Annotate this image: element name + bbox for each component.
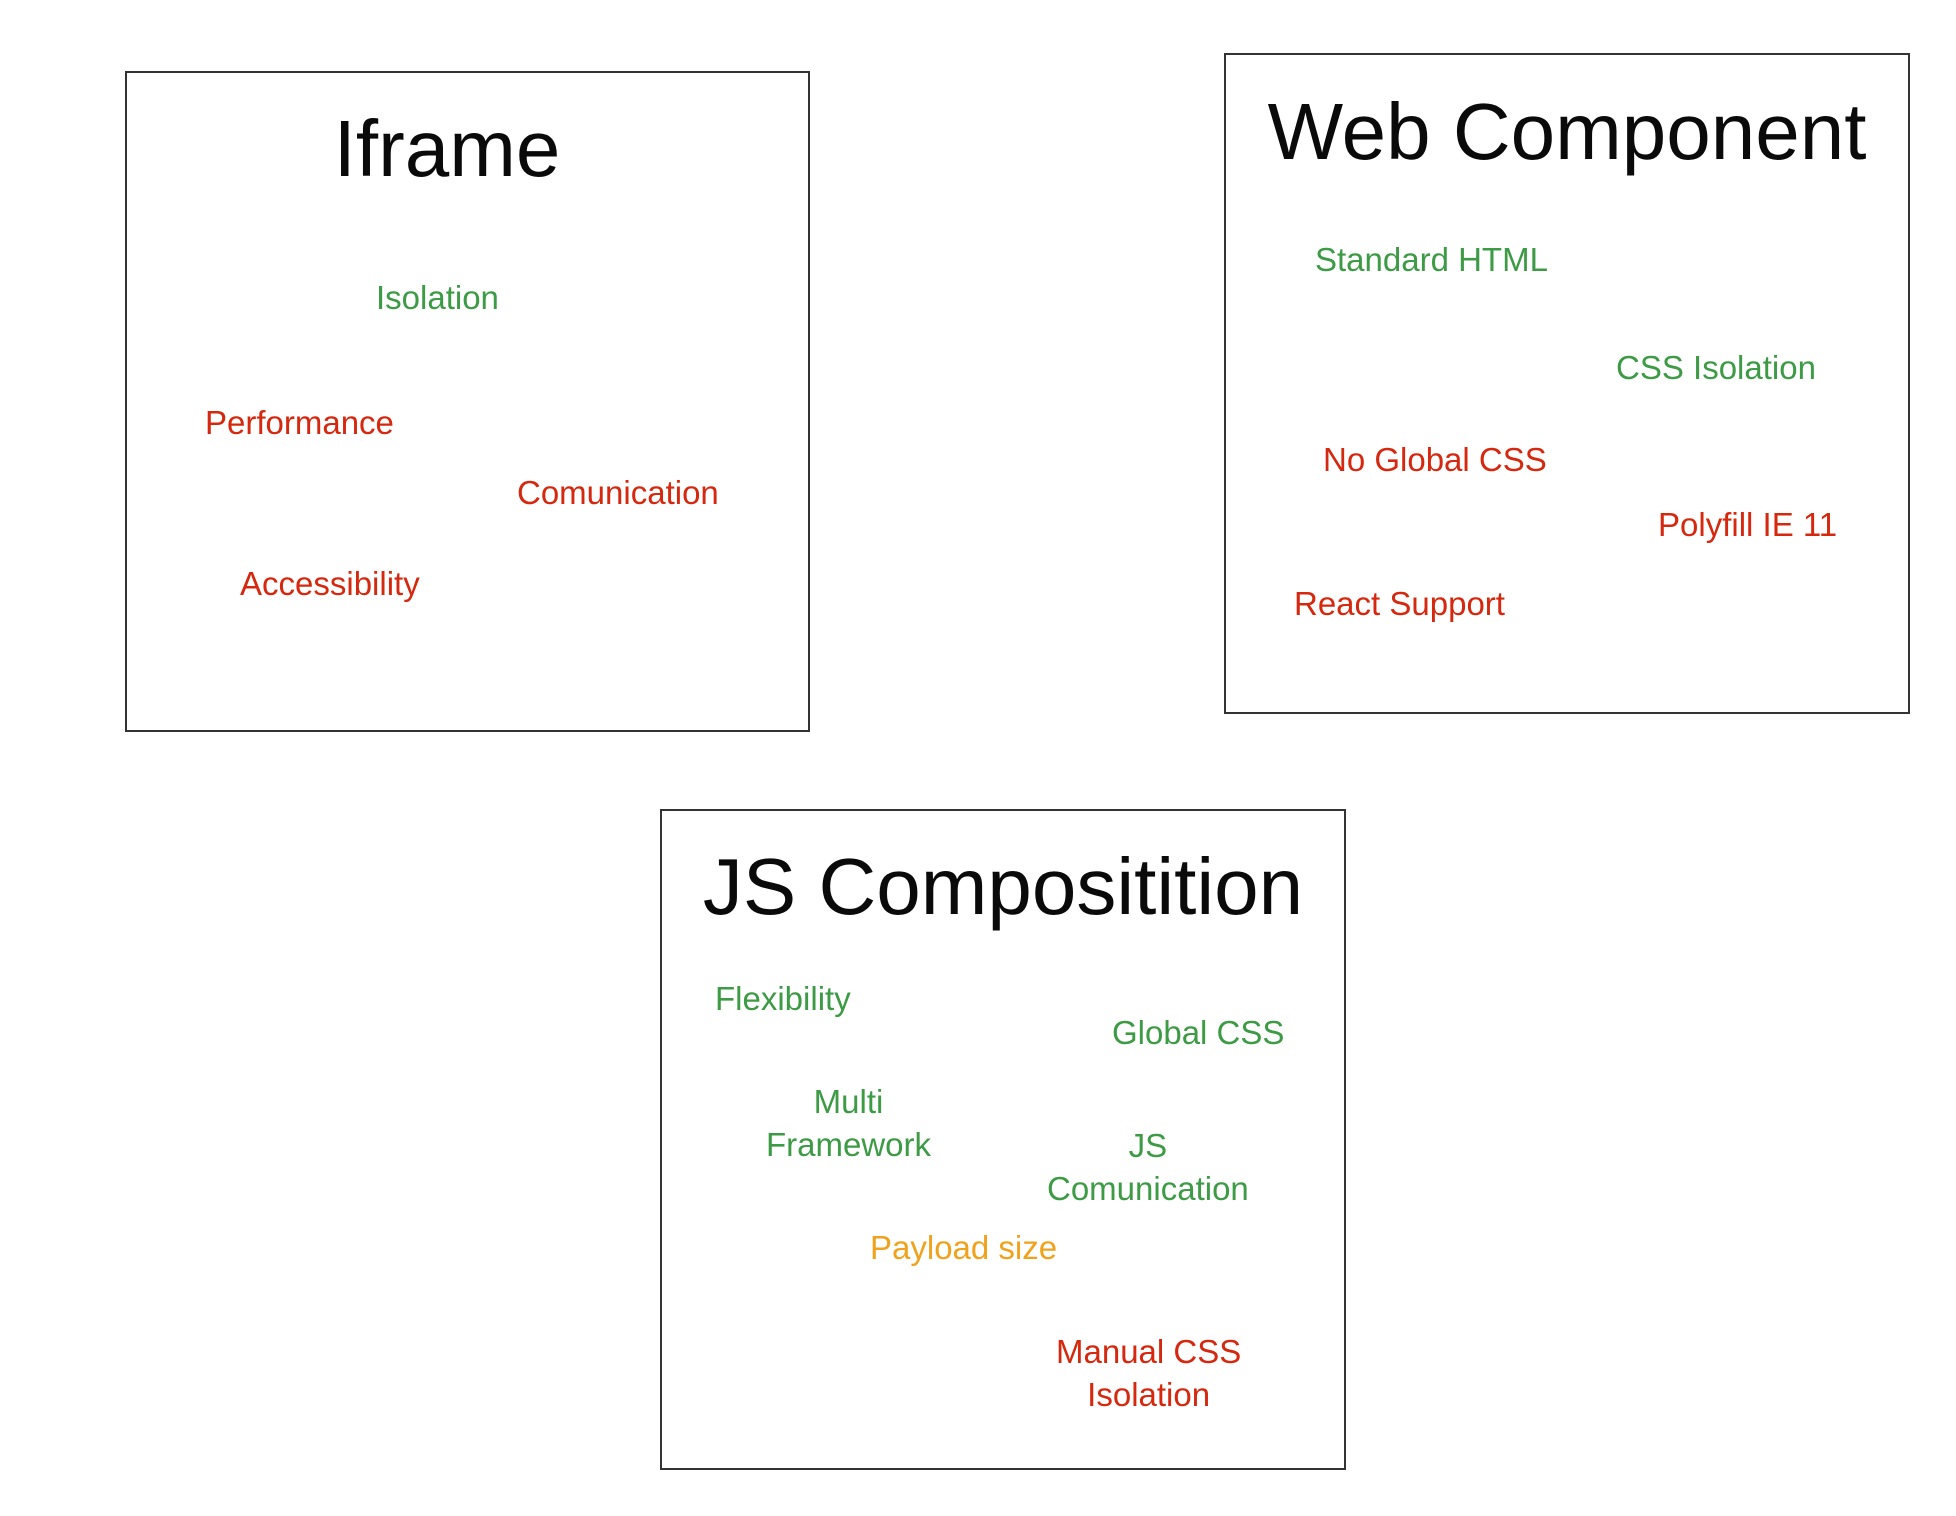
web-component-item-standard-html: Standard HTML bbox=[1315, 241, 1548, 278]
iframe-item-comunication: Comunication bbox=[517, 474, 719, 511]
iframe-item-accessibility: Accessibility bbox=[240, 565, 420, 602]
js-composition-item-manual-css-isolation: Manual CSS Isolation bbox=[1056, 1333, 1242, 1413]
iframe-title: Iframe bbox=[333, 104, 561, 193]
js-composition-item-js-comunication: JS Comunication bbox=[1047, 1127, 1249, 1207]
js-composition-item-payload-size: Payload size bbox=[870, 1229, 1058, 1266]
web-component-title: Web Component bbox=[1267, 87, 1867, 176]
iframe-item-isolation: Isolation bbox=[376, 279, 499, 316]
web-component-item-polyfill-ie11: Polyfill IE 11 bbox=[1658, 506, 1838, 543]
web-component-box: Web Component Standard HTML CSS Isolatio… bbox=[1224, 53, 1910, 714]
iframe-box: Iframe Isolation Performance Comunicatio… bbox=[125, 71, 810, 732]
js-composition-item-multi-framework: Multi Framework bbox=[766, 1083, 932, 1163]
js-composition-title: JS Compositition bbox=[702, 842, 1304, 931]
js-composition-item-global-css: Global CSS bbox=[1112, 1014, 1285, 1051]
web-component-item-no-global-css: No Global CSS bbox=[1323, 441, 1547, 478]
js-composition-item-flexibility: Flexibility bbox=[715, 980, 851, 1017]
web-component-item-css-isolation: CSS Isolation bbox=[1616, 349, 1816, 386]
js-composition-box: JS Compositition Flexibility Global CSS … bbox=[660, 809, 1346, 1470]
web-component-item-react-support: React Support bbox=[1294, 585, 1505, 622]
iframe-item-performance: Performance bbox=[205, 404, 394, 441]
